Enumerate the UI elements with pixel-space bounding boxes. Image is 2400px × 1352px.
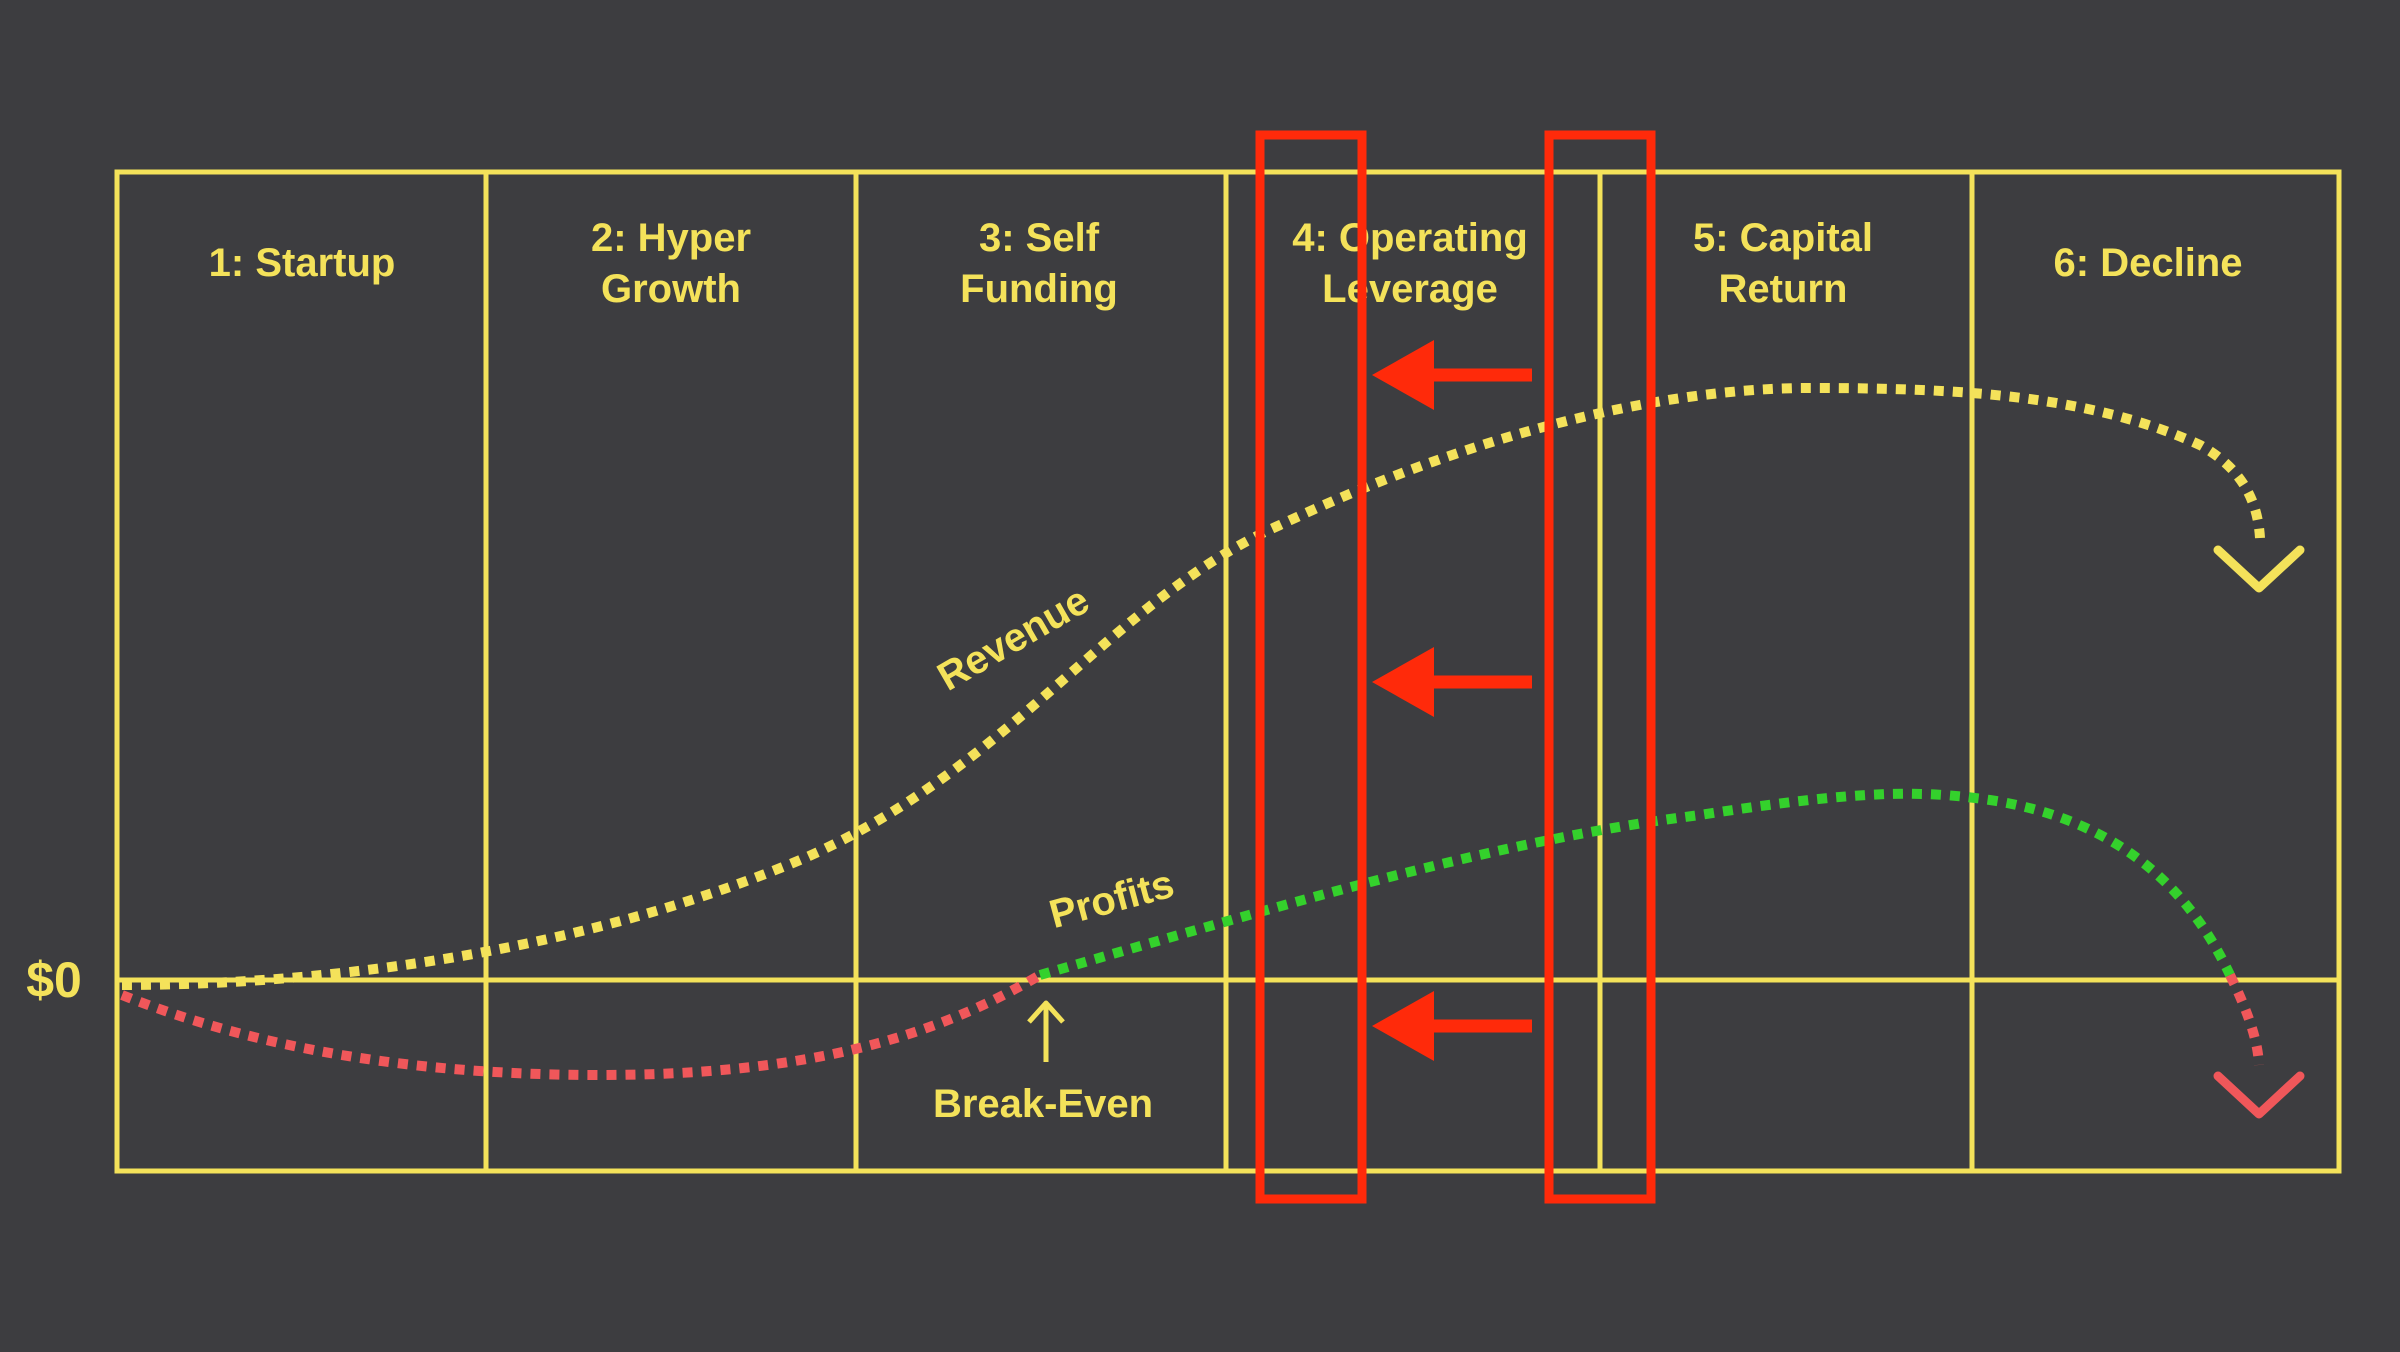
stage-5-title-line2: Return [1719,267,1848,311]
stage-3-title-line1: 3: Self [979,216,1100,260]
highlight-box-right [1544,130,1656,1204]
stage-2-title-line2: Growth [601,267,741,311]
stage-2-title-line1: 2: Hyper [591,216,751,260]
highlight-box-left [1255,130,1367,1204]
break-even-marker: Break-Even [933,1000,1153,1126]
revenue-curve [121,382,2265,990]
stage-1-title: 1: Startup [209,241,396,285]
profit-down-arrow-icon [2213,1071,2305,1119]
revenue-down-arrow-icon [2213,545,2305,593]
left-arrow-icon-bottom [1372,991,1532,1061]
up-arrow-icon [1027,1000,1065,1024]
left-arrow-icon-top [1372,340,1532,410]
stage-4-title-line1: 4: Operating [1292,216,1528,260]
zero-label: $0 [26,952,82,1008]
profit-curve-negative [120,970,1043,1081]
stage-5-title-line1: 5: Capital [1693,216,1873,260]
profit-curve-positive [1038,788,2235,980]
stage-grid [114,169,2342,1174]
highlight-overlays [1255,130,1656,1204]
left-arrow-icon-middle [1372,647,1532,717]
stage-6-title: 6: Decline [2054,241,2243,285]
revenue-label: Revenue [930,578,1096,699]
break-even-label: Break-Even [933,1082,1153,1126]
stage-headers: 1: Startup 2: Hyper Growth 3: Self Fundi… [209,216,2243,311]
profit-curve-decline [2225,972,2264,1066]
profits-label: Profits [1045,862,1179,937]
stage-4-title-line2: Leverage [1322,267,1498,311]
stage-3-title-line2: Funding [960,267,1118,311]
